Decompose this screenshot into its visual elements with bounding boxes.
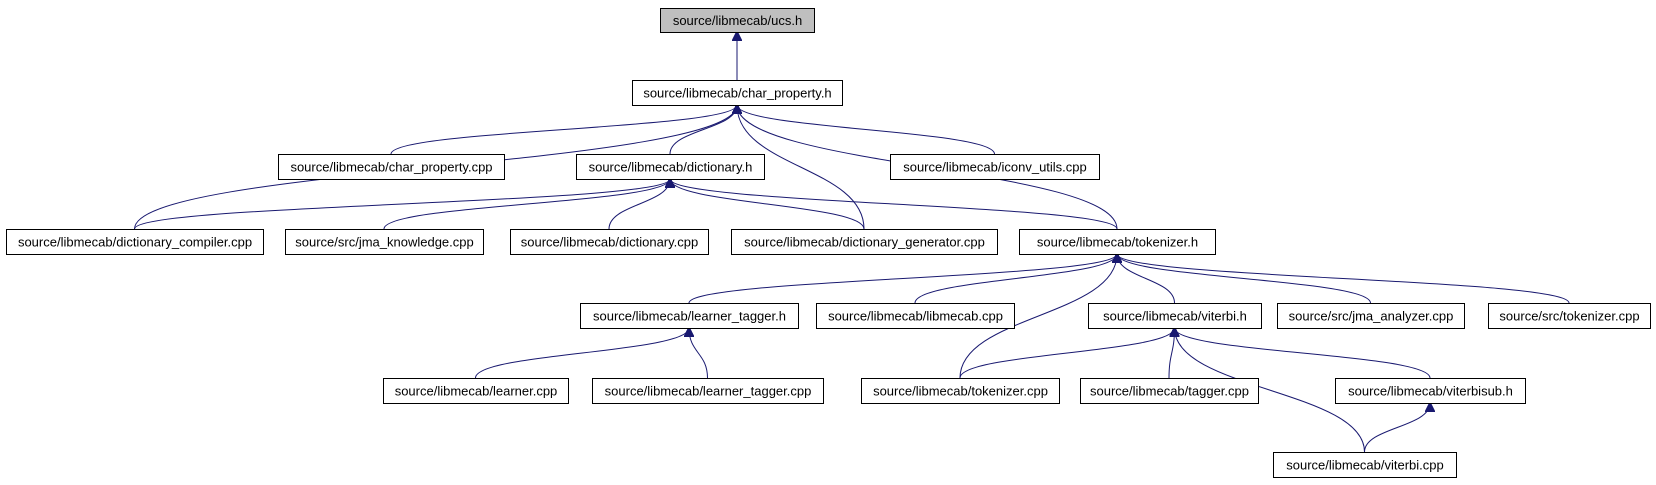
node-libmecab_cpp[interactable]: source/libmecab/libmecab.cpp [816,303,1015,329]
node-box [632,80,843,106]
edge-viterbi_cpp-to-viterbisub_h [1364,403,1431,453]
edge-jma_knowledge_cpp-to-dictionary_h [383,179,670,230]
node-dictionary_generator_cpp[interactable]: source/libmecab/dictionary_generator.cpp [731,229,998,255]
edge-dictionary_h-to-char_property_h [669,105,737,155]
node-label: source/libmecab/ucs.h [673,13,802,28]
edge-iconv_utils_cpp-to-char_property_h [737,105,995,155]
node-box [278,154,505,180]
edge-learner_tagger_h-to-tokenizer_h [688,254,1117,304]
node-label: source/libmecab/dictionary_generator.cpp [744,235,985,250]
node-box [816,303,1015,329]
node-label: source/libmecab/tagger.cpp [1090,384,1249,399]
edge-dictionary_generator_cpp-to-char_property_h [737,105,865,230]
node-box [285,229,484,255]
node-box [576,154,765,180]
node-label: source/libmecab/libmecab.cpp [828,309,1003,324]
node-label: source/libmecab/viterbi.cpp [1286,458,1444,473]
node-box [1277,303,1465,329]
node-label: source/libmecab/dictionary.h [589,160,753,175]
node-learner_cpp[interactable]: source/libmecab/learner.cpp [383,378,569,404]
node-box [660,8,815,33]
edge-src_tokenizer_cpp-to-tokenizer_h [1117,254,1570,304]
node-learner_tagger_cpp[interactable]: source/libmecab/learner_tagger.cpp [592,378,824,404]
node-char_property_cpp[interactable]: source/libmecab/char_property.cpp [278,154,505,180]
node-box [1335,378,1526,404]
edge-jma_analyzer_cpp-to-tokenizer_h [1117,254,1371,304]
edge-tokenizer_cpp-to-tokenizer_h [959,254,1117,379]
node-box [6,229,264,255]
node-ucs_h: source/libmecab/ucs.h [660,8,815,33]
node-label: source/libmecab/viterbi.h [1103,309,1247,324]
node-dictionary_compiler_cpp[interactable]: source/libmecab/dictionary_compiler.cpp [6,229,264,255]
node-box [580,303,799,329]
node-dictionary_h[interactable]: source/libmecab/dictionary.h [576,154,765,180]
node-box [1273,452,1457,478]
node-box [1088,303,1262,329]
node-label: source/libmecab/tokenizer.cpp [873,384,1048,399]
node-label: source/libmecab/viterbisub.h [1348,384,1513,399]
node-box [510,229,709,255]
edge-libmecab_cpp-to-tokenizer_h [914,254,1117,304]
node-tokenizer_h[interactable]: source/libmecab/tokenizer.h [1019,229,1216,255]
node-label: source/libmecab/iconv_utils.cpp [903,160,1087,175]
node-box [731,229,998,255]
node-jma_analyzer_cpp[interactable]: source/src/jma_analyzer.cpp [1277,303,1465,329]
node-box [1019,229,1216,255]
node-label: source/libmecab/dictionary.cpp [521,235,699,250]
node-label: source/libmecab/dictionary_compiler.cpp [18,235,252,250]
edge-viterbi_cpp-to-viterbi_h [1175,328,1365,453]
edge-tokenizer_h-to-dictionary_h [670,179,1118,230]
node-tagger_cpp[interactable]: source/libmecab/tagger.cpp [1080,378,1259,404]
node-label: source/libmecab/learner_tagger.h [593,309,786,324]
node-learner_tagger_h[interactable]: source/libmecab/learner_tagger.h [580,303,799,329]
node-label: source/libmecab/learner_tagger.cpp [605,384,812,399]
edge-dictionary_compiler_cpp-to-dictionary_h [134,179,671,230]
edge-char_property_cpp-to-char_property_h [390,105,737,155]
node-viterbi_h[interactable]: source/libmecab/viterbi.h [1088,303,1262,329]
node-label: source/src/jma_knowledge.cpp [295,235,473,250]
node-box [383,378,569,404]
node-iconv_utils_cpp[interactable]: source/libmecab/iconv_utils.cpp [890,154,1100,180]
node-dictionary_cpp[interactable]: source/libmecab/dictionary.cpp [510,229,709,255]
node-label: source/src/jma_analyzer.cpp [1289,309,1454,324]
node-jma_knowledge_cpp[interactable]: source/src/jma_knowledge.cpp [285,229,484,255]
node-label: source/libmecab/char_property.h [643,86,831,101]
edge-tokenizer_cpp-to-viterbi_h [959,328,1175,379]
edge-dictionary_generator_cpp-to-dictionary_h [670,179,865,230]
node-char_property_h[interactable]: source/libmecab/char_property.h [632,80,843,106]
node-tokenizer_cpp[interactable]: source/libmecab/tokenizer.cpp [861,378,1060,404]
nodes-layer: source/libmecab/ucs.h source/libmecab/cha… [6,8,1651,478]
node-box [890,154,1100,180]
node-box [592,378,824,404]
node-box [1080,378,1259,404]
node-src_tokenizer_cpp[interactable]: source/src/tokenizer.cpp [1488,303,1651,329]
node-label: source/src/tokenizer.cpp [1499,309,1639,324]
node-viterbi_cpp[interactable]: source/libmecab/viterbi.cpp [1273,452,1457,478]
node-viterbisub_h[interactable]: source/libmecab/viterbisub.h [1335,378,1526,404]
node-box [861,378,1060,404]
edge-learner_tagger_cpp-to-learner_tagger_h [689,328,708,379]
edge-learner_cpp-to-learner_tagger_h [475,328,690,379]
node-label: source/libmecab/learner.cpp [395,384,558,399]
node-label: source/libmecab/tokenizer.h [1037,235,1198,250]
edge-tagger_cpp-to-viterbi_h [1168,328,1175,379]
edge-viterbisub_h-to-viterbi_h [1175,328,1431,379]
node-box [1488,303,1651,329]
node-label: source/libmecab/char_property.cpp [290,160,492,175]
